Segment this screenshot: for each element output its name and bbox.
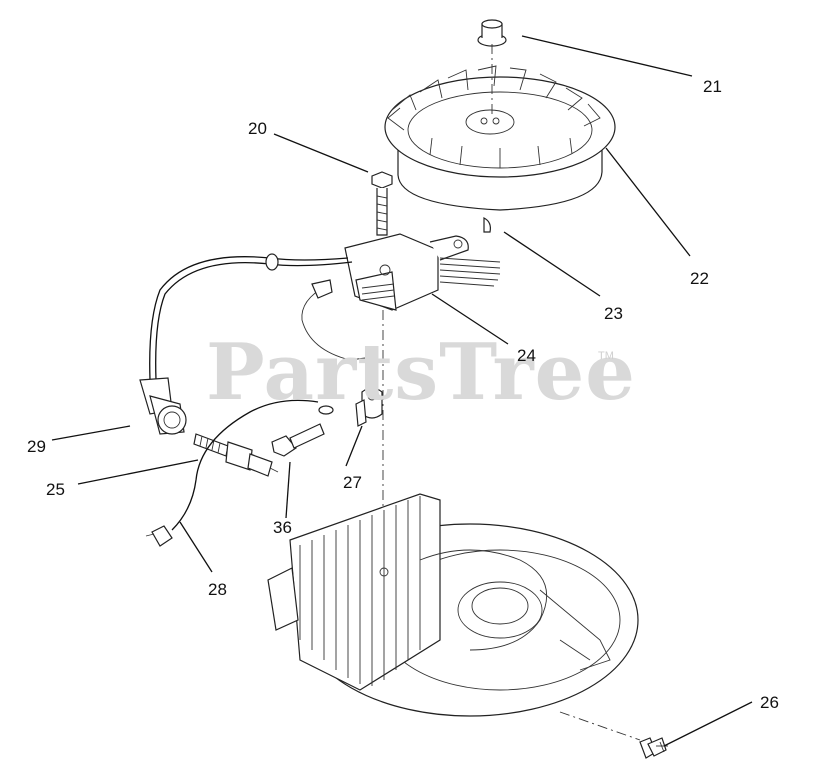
watermark: PartsTree — [206, 327, 636, 418]
callout-25: 25 — [46, 480, 65, 499]
callout-27: 27 — [343, 473, 362, 492]
callout-36: 36 — [273, 518, 292, 537]
flywheel-nut — [477, 19, 507, 47]
ground-wire — [171, 399, 319, 531]
watermark-trademark: TM — [598, 350, 614, 362]
callout-20: 20 — [248, 119, 267, 138]
ignition-lead — [149, 256, 349, 381]
flywheel-key — [483, 217, 491, 233]
callout-22: 22 — [690, 269, 709, 288]
armature-bolt — [371, 171, 393, 236]
ignition-module — [344, 233, 501, 311]
flywheel — [384, 65, 616, 211]
callout-23: 23 — [604, 304, 623, 323]
spark-plug-boot — [139, 377, 187, 435]
spark-plug — [193, 433, 279, 477]
screw — [639, 737, 668, 759]
callout-28: 28 — [208, 580, 227, 599]
ground-terminal — [355, 387, 383, 427]
callout-24: 24 — [517, 346, 536, 365]
ground-bolt — [271, 423, 325, 457]
callout-21: 21 — [703, 77, 722, 96]
callout-29: 29 — [27, 437, 46, 456]
callout-26: 26 — [760, 693, 779, 712]
leader-lines — [51, 35, 753, 747]
engine-block — [267, 493, 639, 717]
